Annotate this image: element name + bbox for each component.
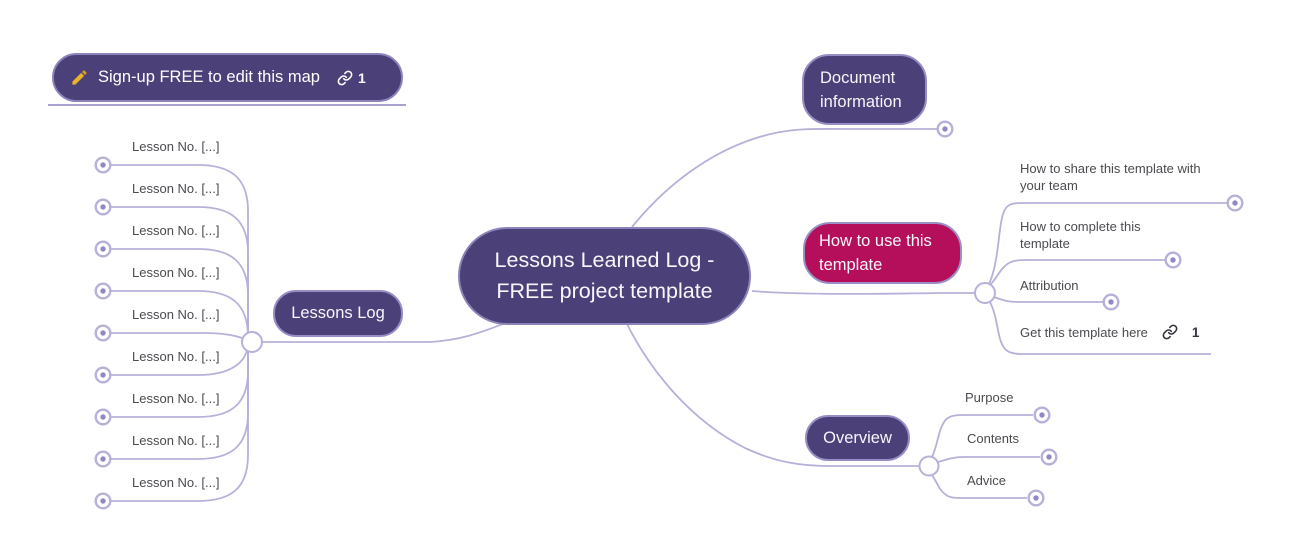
wire-purpose	[931, 414, 1033, 458]
wire-lessons-log	[262, 323, 504, 343]
link-icon[interactable]	[1162, 324, 1178, 340]
link-icon[interactable]	[337, 70, 353, 86]
topic-share-template[interactable]: How to share this template with your tea…	[1020, 161, 1201, 193]
signup-button[interactable]: Sign-up FREE to edit this map 1	[52, 53, 403, 102]
collapse-dot-lesson[interactable]	[94, 156, 112, 174]
topic-attribution[interactable]: Attribution	[1020, 278, 1079, 293]
wire-lesson	[110, 248, 253, 343]
wire-complete	[990, 259, 1165, 285]
wire-advice	[931, 474, 1027, 499]
topic-get-template[interactable]: Get this template here 1	[1020, 324, 1199, 340]
collapse-dot-contents[interactable]	[1040, 448, 1058, 466]
collapse-dot-lesson[interactable]	[94, 366, 112, 384]
wire-how-to-use	[751, 290, 976, 295]
collapse-dot-lesson[interactable]	[94, 492, 112, 510]
root-topic[interactable]: Lessons Learned Log - FREE project templ…	[458, 227, 751, 325]
topic-how-to-use-label: How to use this template	[819, 232, 932, 274]
topic-how-to-use[interactable]: How to use this template	[803, 222, 962, 284]
collapse-dot-document-information[interactable]	[936, 120, 954, 138]
junction-lessons-log[interactable]	[241, 331, 263, 353]
topic-lesson[interactable]: Lesson No. [...]	[132, 223, 220, 238]
topic-lesson[interactable]: Lesson No. [...]	[132, 433, 220, 448]
collapse-dot-lesson[interactable]	[94, 240, 112, 258]
topic-complete-template[interactable]: How to complete this template	[1020, 219, 1141, 251]
junction-overview[interactable]	[918, 455, 940, 477]
topic-lesson[interactable]: Lesson No. [...]	[132, 349, 220, 364]
topic-lesson[interactable]: Lesson No. [...]	[132, 265, 220, 280]
wire-share	[988, 202, 1227, 285]
topic-lessons-log[interactable]: Lessons Log	[273, 290, 403, 337]
signup-label: Sign-up FREE to edit this map	[98, 68, 320, 86]
topic-advice[interactable]: Advice	[967, 473, 1007, 488]
collapse-dot-purpose[interactable]	[1033, 406, 1051, 424]
collapse-dot-lesson[interactable]	[94, 408, 112, 426]
collapse-dot-attribution[interactable]	[1102, 293, 1120, 311]
wire-overview	[626, 323, 920, 467]
topic-lesson[interactable]: Lesson No. [...]	[132, 391, 220, 406]
wire-lesson	[110, 332, 253, 343]
junction-how-to-use[interactable]	[974, 282, 996, 304]
wire-get-template	[989, 301, 1211, 355]
topic-overview[interactable]: Overview	[805, 415, 910, 461]
topic-lessons-log-label: Lessons Log	[291, 304, 385, 322]
topic-lesson[interactable]: Lesson No. [...]	[132, 181, 220, 196]
collapse-dot-complete-template[interactable]	[1164, 251, 1182, 269]
topic-lesson[interactable]: Lesson No. [...]	[132, 139, 220, 154]
topic-document-information-label: Document information	[820, 68, 902, 111]
wire-contents	[937, 456, 1040, 463]
topic-contents[interactable]: Contents	[967, 431, 1020, 446]
collapse-dot-lesson[interactable]	[94, 324, 112, 342]
topic-purpose[interactable]: Purpose	[965, 390, 1014, 405]
signup-underline	[48, 104, 406, 106]
collapse-dot-lesson[interactable]	[94, 198, 112, 216]
collapse-dot-share-template[interactable]	[1226, 194, 1244, 212]
wire-document-information	[631, 128, 938, 228]
get-template-link-count[interactable]: 1	[1191, 324, 1200, 340]
root-topic-label: Lessons Learned Log - FREE project templ…	[494, 248, 715, 303]
topic-lesson[interactable]: Lesson No. [...]	[132, 307, 220, 322]
topic-lesson[interactable]: Lesson No. [...]	[132, 475, 220, 490]
topic-document-information[interactable]: Document information	[802, 54, 927, 125]
signup-link-count[interactable]: 1	[357, 69, 366, 86]
topic-get-template-label: Get this template here	[1020, 324, 1148, 340]
collapse-dot-advice[interactable]	[1027, 489, 1045, 507]
collapse-dot-lesson[interactable]	[94, 282, 112, 300]
wire-attribution	[993, 296, 1103, 303]
collapse-dot-lesson[interactable]	[94, 450, 112, 468]
topic-overview-label: Overview	[823, 428, 892, 447]
pencil-icon	[70, 68, 89, 87]
